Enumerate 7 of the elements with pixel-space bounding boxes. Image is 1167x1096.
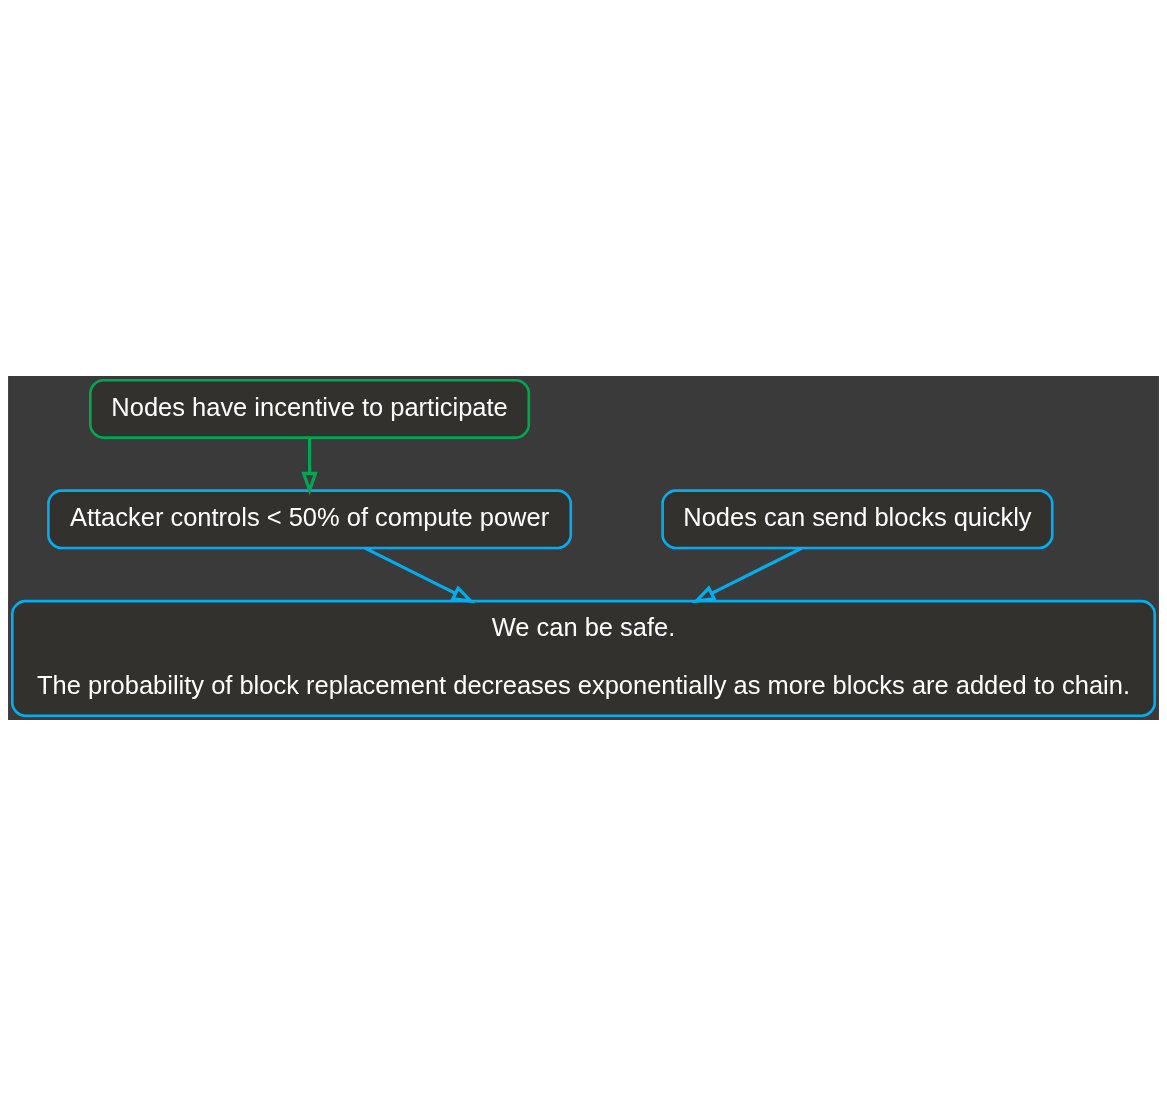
arrow (301, 437, 318, 496)
node-box: Attacker controls < 50% of compute power (47, 489, 573, 550)
node-box: We can be safe. The probability of block replacement decreases exponentially as more blocks are added to chain. (10, 599, 1157, 718)
arrow (364, 546, 476, 604)
node-box: Nodes can send blocks quickly (661, 489, 1054, 550)
arrow (691, 546, 803, 604)
node-box: Nodes have incentive to participate (89, 378, 531, 439)
